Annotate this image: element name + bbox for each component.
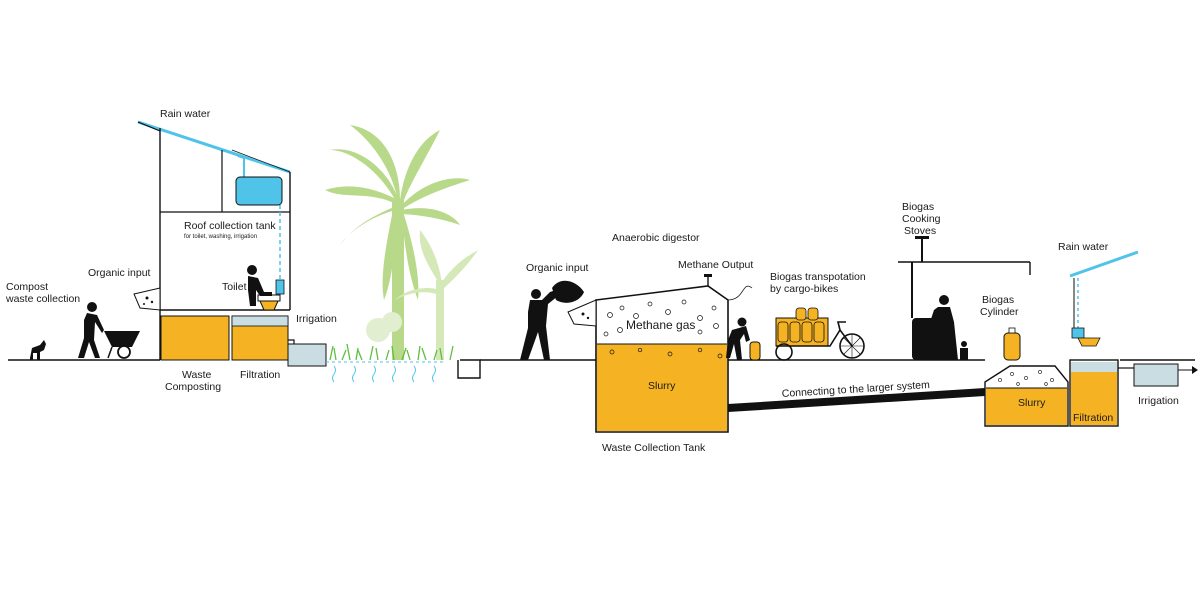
label-methane-output: Methane Output bbox=[678, 259, 753, 271]
irrigation-box-right bbox=[1133, 363, 1179, 387]
waste-composting-tank bbox=[160, 315, 230, 361]
label-filtration-left: Filtration bbox=[240, 369, 280, 381]
label-toilet: Toilet bbox=[222, 281, 247, 293]
label-waste-1: Waste bbox=[182, 369, 212, 381]
filtration-right bbox=[1069, 250, 1198, 427]
label-methane-gas: Methane gas bbox=[626, 318, 695, 332]
wheelbarrow-person-icon bbox=[78, 302, 140, 359]
label-irrigation-right: Irrigation bbox=[1138, 395, 1179, 407]
label-waste-2: Composting bbox=[165, 381, 221, 393]
label-cylinder-1: Biogas bbox=[982, 294, 1014, 306]
person-lifting-bag-icon bbox=[520, 280, 584, 360]
label-roof-tank-sub: for toilet, washing, irrigation bbox=[184, 234, 257, 240]
label-filtration-right: Filtration bbox=[1073, 412, 1113, 424]
label-biogas-transport-2: by cargo-bikes bbox=[770, 283, 838, 295]
label-slurry-main: Slurry bbox=[648, 380, 676, 392]
label-organic-input-mid: Organic input bbox=[526, 262, 589, 274]
label-rain-water-left: Rain water bbox=[160, 108, 211, 120]
label-roof-tank: Roof collection tank bbox=[184, 220, 276, 232]
dog-icon bbox=[30, 340, 46, 360]
cargo-bike-icon bbox=[775, 307, 865, 361]
child-icon bbox=[960, 341, 968, 360]
label-cylinder-2: Cylinder bbox=[980, 306, 1019, 318]
label-stoves-3: Stoves bbox=[904, 225, 936, 237]
slurry-tank-right bbox=[984, 365, 1069, 427]
label-rain-water-right: Rain water bbox=[1058, 241, 1109, 253]
biogas-stove-icon bbox=[912, 318, 936, 360]
sitting-person-icon bbox=[247, 265, 272, 306]
slurry-fill-main bbox=[597, 344, 727, 431]
label-slurry-right: Slurry bbox=[1018, 397, 1046, 409]
label-stoves-2: Cooking bbox=[902, 213, 941, 225]
shrub-icon bbox=[366, 312, 402, 342]
biogas-cylinder bbox=[1003, 332, 1021, 361]
label-anaerobic-digestor: Anaerobic digestor bbox=[612, 232, 700, 244]
anaerobic-digester bbox=[567, 274, 753, 433]
cooking-shelter bbox=[898, 236, 1031, 360]
left-house bbox=[133, 120, 327, 367]
label-organic-input-left: Organic input bbox=[88, 267, 151, 279]
roof-collection-tank bbox=[235, 176, 283, 206]
irrigation-box-left bbox=[287, 343, 327, 367]
banana-tree-icon bbox=[395, 230, 478, 360]
connecting-pipe bbox=[728, 388, 985, 412]
bending-person-icon bbox=[726, 317, 750, 360]
label-compost-1: Compost bbox=[6, 281, 48, 293]
grass-icon bbox=[329, 343, 454, 361]
label-compost-2: waste collection bbox=[5, 293, 80, 305]
label-waste-collection-tank: Waste Collection Tank bbox=[602, 442, 706, 454]
label-biogas-transport-1: Biogas transpotation bbox=[770, 271, 866, 283]
gas-cylinder-small bbox=[749, 341, 761, 361]
label-stoves-1: Biogas bbox=[902, 201, 934, 213]
label-irrigation-left: Irrigation bbox=[296, 313, 337, 325]
cooking-person-icon bbox=[930, 295, 958, 360]
groundwater-arrows bbox=[326, 361, 446, 383]
